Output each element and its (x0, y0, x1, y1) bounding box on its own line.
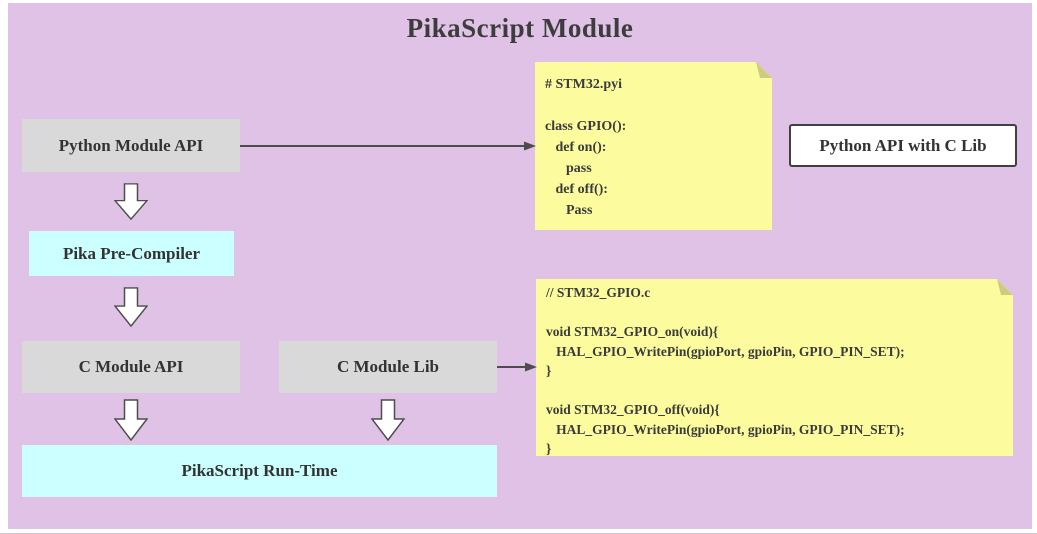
diagram-canvas: PikaScript Module Python Module API Pika… (8, 3, 1032, 529)
node-c-module-api-label: C Module API (78, 357, 184, 376)
node-python-api-with-c-lib-label: Python API with C Lib (819, 135, 987, 155)
down-block-arrow-icon (371, 399, 405, 441)
node-c-module-lib: C Module Lib (279, 341, 497, 393)
code-note-stm32-pyi: # STM32.pyi class GPIO(): def on(): pass… (535, 62, 772, 230)
node-c-module-lib-label: C Module Lib (336, 357, 440, 376)
down-block-arrow-icon (114, 183, 148, 220)
down-block-arrow-icon (114, 287, 148, 327)
arrow-python-api-to-note (240, 141, 536, 151)
note-fold-icon (997, 279, 1013, 295)
node-python-module-api: Python Module API (22, 119, 240, 172)
code-stm32-pyi: # STM32.pyi class GPIO(): def on(): pass… (545, 77, 627, 218)
node-pika-pre-compiler-label: Pika Pre-Compiler (62, 243, 201, 263)
arrow-c-module-lib-to-note (497, 362, 537, 372)
node-pikascript-runtime-label: PikaScript Run-Time (181, 461, 338, 480)
code-stm32-gpio-c: // STM32_GPIO.c void STM32_GPIO_on(void)… (546, 285, 905, 456)
note-fold-icon (756, 62, 772, 78)
node-pikascript-runtime: PikaScript Run-Time (22, 445, 497, 497)
down-block-arrow-icon (114, 399, 148, 441)
node-c-module-api: C Module API (22, 341, 240, 393)
node-python-api-with-c-lib: Python API with C Lib (789, 124, 1017, 167)
page-title: PikaScript Module (406, 13, 634, 43)
node-python-module-api-label: Python Module API (58, 135, 204, 155)
node-pika-pre-compiler: Pika Pre-Compiler (29, 231, 234, 276)
code-note-stm32-gpio-c: // STM32_GPIO.c void STM32_GPIO_on(void)… (536, 279, 1013, 456)
